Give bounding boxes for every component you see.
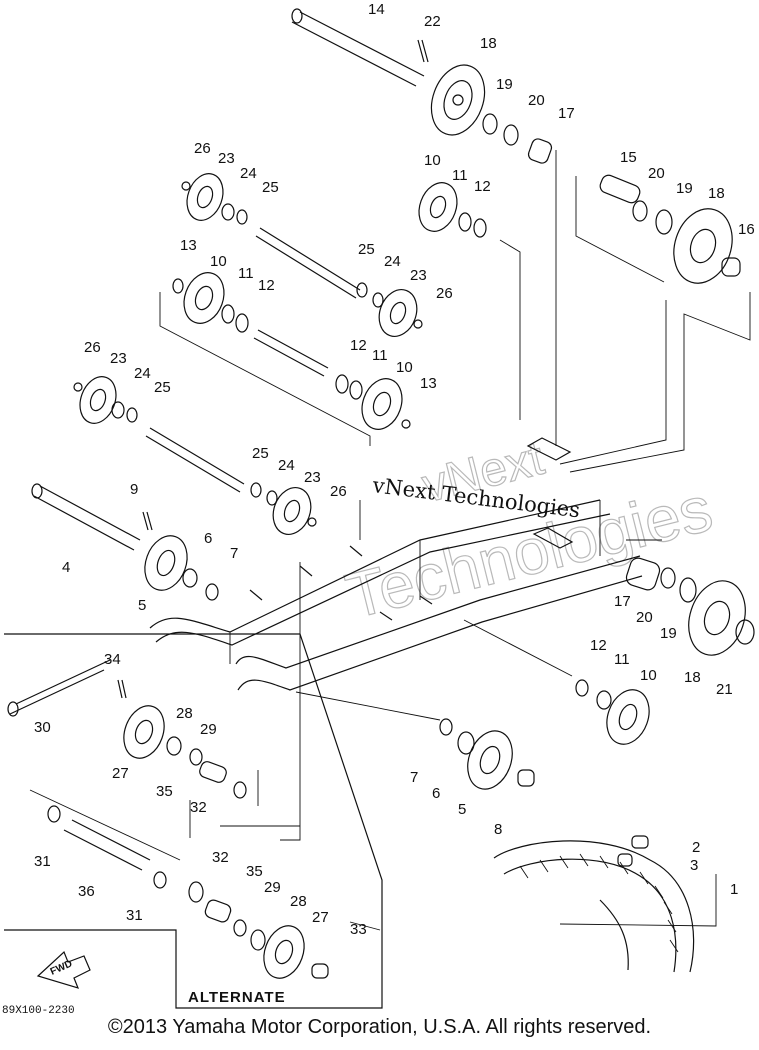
rear-axle-assembly (31, 483, 219, 601)
callout-17b: 17 (614, 593, 631, 610)
callout-29b: 29 (264, 879, 281, 896)
callout-36: 36 (78, 883, 95, 900)
middle-idler-assembly (73, 376, 317, 535)
callout-10c: 10 (396, 359, 413, 376)
callout-17: 17 (558, 105, 575, 122)
callout-31b: 31 (126, 907, 143, 924)
callout-30: 30 (34, 719, 51, 736)
callout-18c: 18 (684, 669, 701, 686)
callout-5: 5 (138, 597, 146, 614)
callout-32b: 32 (212, 849, 229, 866)
callout-26: 26 (194, 140, 211, 157)
callout-19c: 19 (660, 625, 677, 642)
callout-numbers: 14 22 18 19 20 17 26 23 24 25 10 11 12 1… (34, 1, 755, 938)
callout-13b: 13 (420, 375, 437, 392)
copyright-notice: ©2013 Yamaha Motor Corporation, U.S.A. A… (107, 1016, 652, 1038)
callout-26d: 26 (330, 483, 347, 500)
callout-33: 33 (350, 921, 367, 938)
right-idler-assembly (418, 174, 755, 790)
callout-7: 7 (230, 545, 238, 562)
callout-25d: 25 (252, 445, 269, 462)
callout-9: 9 (130, 481, 138, 498)
callout-26c: 26 (84, 339, 101, 356)
callout-28: 28 (176, 705, 193, 722)
callout-23b: 23 (410, 267, 427, 284)
callout-11c: 11 (372, 347, 388, 364)
callout-22: 22 (424, 13, 441, 30)
callout-19b: 19 (676, 180, 693, 197)
callout-5b: 5 (458, 801, 466, 818)
callout-23c: 23 (110, 350, 127, 367)
callout-14: 14 (368, 1, 385, 18)
top-shaft-group (291, 8, 553, 164)
callout-11: 11 (452, 167, 468, 184)
callout-2: 2 (692, 839, 700, 856)
callout-34: 34 (104, 651, 121, 668)
upper-idler-assembly (172, 173, 423, 430)
callout-35: 35 (156, 783, 173, 800)
callout-20b: 20 (648, 165, 665, 182)
callout-29: 29 (200, 721, 217, 738)
callout-15: 15 (620, 149, 637, 166)
callout-12c: 12 (350, 337, 367, 354)
fwd-arrow-icon: FWD (36, 950, 91, 989)
callout-24c: 24 (134, 365, 151, 382)
callout-32: 32 (190, 799, 207, 816)
callout-1: 1 (730, 881, 738, 898)
callout-21: 21 (716, 681, 733, 698)
callout-31: 31 (34, 853, 51, 870)
callout-24b: 24 (384, 253, 401, 270)
callout-18b: 18 (708, 185, 725, 202)
callout-20: 20 (528, 92, 545, 109)
diagram-code: 89X100-2230 (2, 1005, 75, 1017)
callout-8: 8 (494, 821, 502, 838)
callout-6b: 6 (432, 785, 440, 802)
callout-16: 16 (738, 221, 755, 238)
callout-19: 19 (496, 76, 513, 93)
fwd-label: FWD (49, 958, 74, 977)
leader-lines (29, 150, 751, 931)
callout-11b: 11 (238, 265, 254, 282)
callout-23d: 23 (304, 469, 321, 486)
callout-12: 12 (474, 178, 491, 195)
track-belt (493, 835, 695, 973)
callout-11d: 11 (614, 651, 630, 668)
callout-24d: 24 (278, 457, 295, 474)
callout-13: 13 (180, 237, 197, 254)
callout-25: 25 (262, 179, 279, 196)
callout-3: 3 (690, 857, 698, 874)
alternate-assembly (4, 633, 383, 1009)
callout-10b: 10 (210, 253, 227, 270)
callout-12b: 12 (258, 277, 275, 294)
callout-26b: 26 (436, 285, 453, 302)
callout-18: 18 (480, 35, 497, 52)
callout-10d: 10 (640, 667, 657, 684)
callout-6: 6 (204, 530, 212, 547)
callout-10: 10 (424, 152, 441, 169)
callout-25b: 25 (358, 241, 375, 258)
callout-7b: 7 (410, 769, 418, 786)
callout-23: 23 (218, 150, 235, 167)
callout-25c: 25 (154, 379, 171, 396)
callout-20c: 20 (636, 609, 653, 626)
callout-27: 27 (112, 765, 129, 782)
callout-4: 4 (62, 559, 70, 576)
callout-24: 24 (240, 165, 257, 182)
callout-27b: 27 (312, 909, 329, 926)
callout-12d: 12 (590, 637, 607, 654)
callout-28b: 28 (290, 893, 307, 910)
alternate-label: ALTERNATE (188, 989, 286, 1006)
callout-35b: 35 (246, 863, 263, 880)
